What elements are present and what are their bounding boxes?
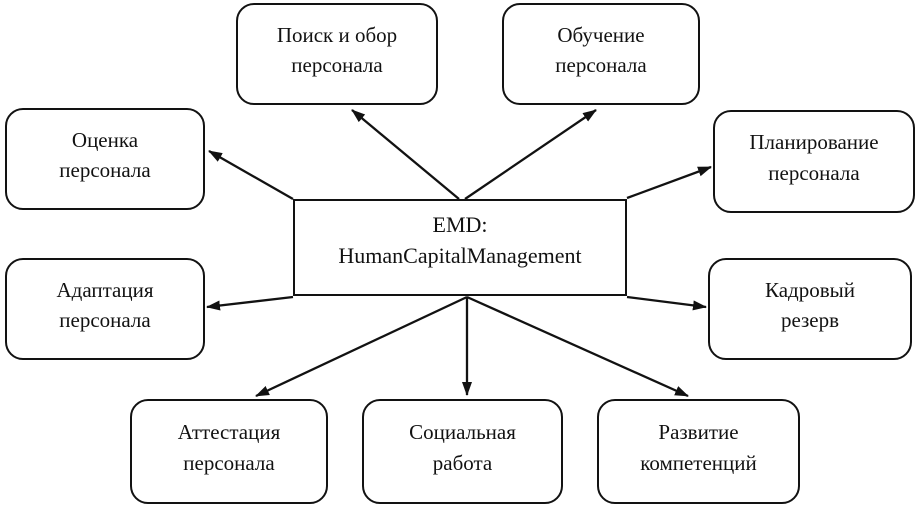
node-center-emd-hcm-label: EMD: HumanCapitalManagement [338, 211, 582, 268]
node-assessment-label: Оценка персонала [59, 127, 151, 182]
arrow-to-competency-development [466, 295, 689, 398]
node-adaptation: Адаптация персонала [5, 258, 205, 360]
arrow-to-assessment [208, 150, 294, 200]
node-competency-development-label: Развитие компетенций [640, 420, 757, 475]
node-personnel-reserve-label: Кадровый резерв [765, 277, 855, 332]
node-planning: Планирование персонала [713, 110, 915, 213]
node-planning-label: Планирование персонала [749, 130, 879, 185]
arrow-to-search-selection [351, 109, 460, 200]
arrow-to-personnel-reserve [626, 295, 707, 311]
node-search-selection-label: Поиск и обор персонала [276, 22, 398, 77]
node-search-selection: Поиск и обор персонала [236, 3, 438, 105]
node-social-work: Социальная работа [362, 399, 563, 504]
node-training-label: Обучение персонала [555, 22, 647, 77]
node-training: Обучение персонала [502, 3, 700, 105]
node-center-emd-hcm: EMD: HumanCapitalManagement [293, 199, 627, 296]
node-attestation-label: Аттестация персонала [177, 420, 281, 475]
node-personnel-reserve: Кадровый резерв [708, 258, 912, 360]
node-competency-development: Развитие компетенций [597, 399, 800, 504]
node-adaptation-label: Адаптация персонала [56, 277, 154, 332]
arrow-to-planning [626, 165, 712, 200]
arrow-to-training [464, 109, 597, 200]
node-attestation: Аттестация персонала [130, 399, 328, 504]
arrow-to-adaptation [206, 295, 294, 311]
arrow-to-attestation [255, 295, 468, 398]
node-assessment: Оценка персонала [5, 108, 205, 210]
node-social-work-label: Социальная работа [409, 420, 516, 475]
